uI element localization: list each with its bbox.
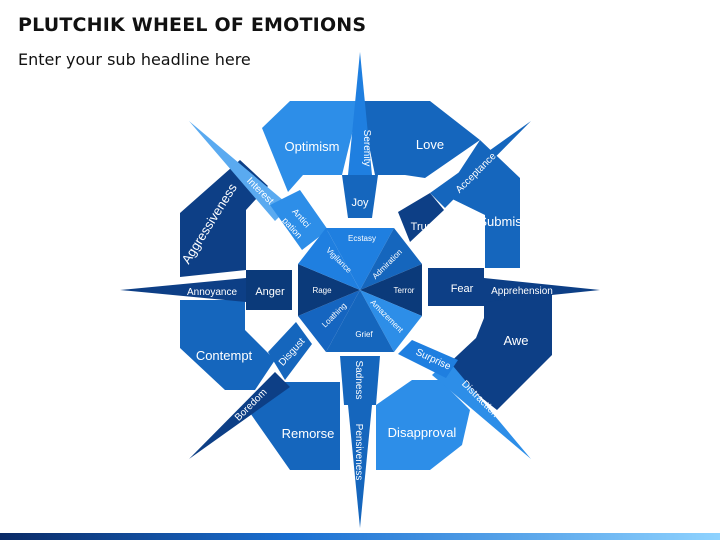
segment-anger[interactable]: [246, 270, 292, 310]
spike-serenity[interactable]: [348, 52, 372, 175]
segment-awe[interactable]: [444, 290, 552, 410]
core-admiration[interactable]: [360, 228, 422, 290]
core-terror[interactable]: [360, 264, 422, 316]
segment-contempt[interactable]: [180, 300, 275, 390]
spike-acceptance[interactable]: [430, 121, 531, 208]
segment-disapproval[interactable]: [376, 380, 470, 470]
label-annoyance: Annoyance: [187, 287, 237, 298]
spike-pensiveness[interactable]: [348, 405, 372, 528]
label-awe: Awe: [503, 333, 528, 348]
segment-fear[interactable]: [428, 268, 484, 306]
label-trust: Trust: [411, 221, 436, 233]
core-amazement[interactable]: [360, 290, 422, 352]
segment-optimism[interactable]: [262, 101, 360, 192]
label-submission: Submission: [478, 214, 545, 229]
label-disapproval: Disapproval: [388, 425, 457, 440]
core-ecstasy[interactable]: [326, 228, 394, 290]
label-joy: Joy: [351, 197, 369, 209]
label-sadness: Sadness: [353, 361, 364, 400]
spike-boredom[interactable]: [189, 372, 290, 459]
segment-trust[interactable]: [398, 193, 444, 242]
segment-disgust[interactable]: [268, 322, 312, 380]
spike-apprehension[interactable]: [484, 278, 600, 302]
segment-surprise[interactable]: [398, 340, 458, 378]
label-apprehension: Apprehension: [491, 286, 553, 297]
label-love: Love: [416, 137, 444, 152]
label-anger: Anger: [255, 286, 285, 298]
core-grief[interactable]: [326, 290, 394, 352]
spike-annoyance[interactable]: [120, 278, 246, 302]
label-grief: Grief: [355, 330, 373, 339]
label-serenity: Serenity: [361, 130, 372, 167]
page-subtitle: Enter your sub headline here: [18, 50, 251, 69]
core-rage[interactable]: [298, 264, 360, 316]
label-rage: Rage: [312, 286, 332, 295]
label-terror: Terror: [394, 286, 415, 295]
segment-sadness[interactable]: [340, 356, 380, 405]
label-remorse: Remorse: [282, 426, 335, 441]
segment-anticipation[interactable]: [270, 190, 328, 250]
bottom-accent-bar: [0, 533, 720, 540]
segment-aggressiveness[interactable]: [180, 160, 268, 277]
spike-interest[interactable]: [189, 121, 290, 221]
label-optimism: Optimism: [285, 139, 340, 154]
page-title: PLUTCHIK WHEEL OF EMOTIONS: [18, 14, 367, 36]
label-pensiveness: Pensiveness: [353, 424, 364, 481]
core-vigilance[interactable]: [298, 228, 360, 290]
segment-love[interactable]: [360, 101, 480, 178]
segment-remorse[interactable]: [248, 382, 340, 470]
spike-distraction[interactable]: [432, 360, 531, 459]
segment-joy[interactable]: [342, 175, 378, 218]
label-ecstasy: Ecstasy: [348, 234, 376, 243]
core-loathing[interactable]: [298, 290, 360, 352]
label-fear: Fear: [451, 283, 474, 295]
label-contempt: Contempt: [196, 348, 253, 363]
